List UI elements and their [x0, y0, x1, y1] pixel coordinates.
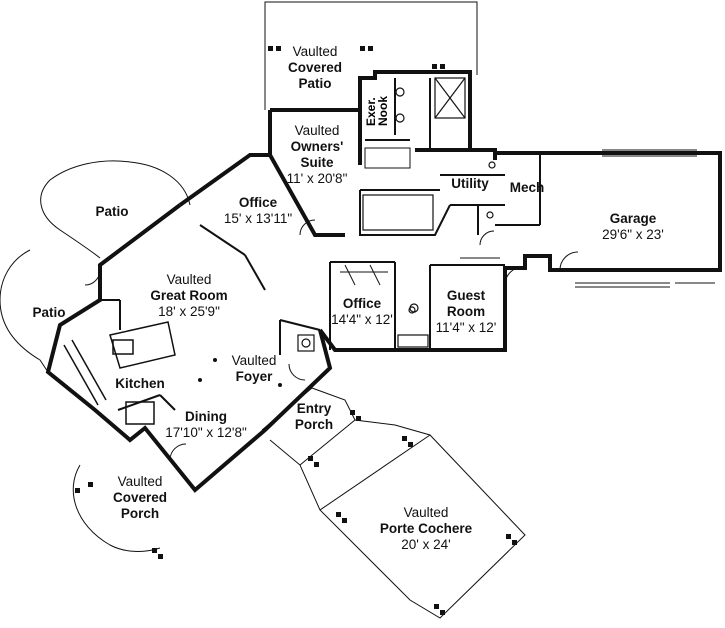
- label-great-room: Vaulted Great Room 18' x 25'9": [150, 272, 228, 319]
- label-porte-cochere: Vaulted Porte Cochere 20' x 24': [379, 505, 473, 552]
- label-kitchen: Kitchen: [115, 376, 165, 391]
- door-swings: [84, 219, 579, 461]
- label-dining: Dining 17'10" x 12'8": [165, 409, 247, 440]
- label-covered-porch: Vaulted Covered Porch: [112, 474, 168, 521]
- label-guest-room: Guest Room 11'4" x 12': [435, 288, 497, 335]
- label-exer-nook: Exer. Nook: [364, 96, 390, 126]
- kitchen-fixtures: [63, 321, 176, 425]
- label-foyer: Vaulted Foyer: [231, 353, 277, 384]
- exterior-walls: [45, 70, 722, 493]
- label-utility: Utility: [451, 176, 489, 191]
- label-covered-patio-top: Vaulted Covered Patio: [287, 44, 343, 91]
- patio-outlines: [0, 160, 191, 552]
- label-office-top: Office 15' x 13'11": [223, 195, 293, 226]
- posts: [75, 46, 517, 615]
- label-garage: Garage 29'6" x 23': [602, 211, 664, 242]
- label-mech: Mech: [509, 180, 545, 195]
- closet-marks: [340, 147, 500, 286]
- label-entry-porch: Entry Porch: [294, 401, 334, 432]
- label-patio-lower: Patio: [32, 305, 66, 320]
- interior-walls: [100, 78, 541, 411]
- rear-covered-patio-outline: [264, 1, 478, 110]
- bath-fixtures: [297, 77, 496, 352]
- label-owners-suite: Vaulted Owners' Suite 11' x 20'8": [286, 123, 348, 186]
- garage-door-lines: [575, 149, 715, 288]
- label-patio-upper: Patio: [95, 204, 129, 219]
- label-office-mid: Office 14'4" x 12': [331, 296, 393, 327]
